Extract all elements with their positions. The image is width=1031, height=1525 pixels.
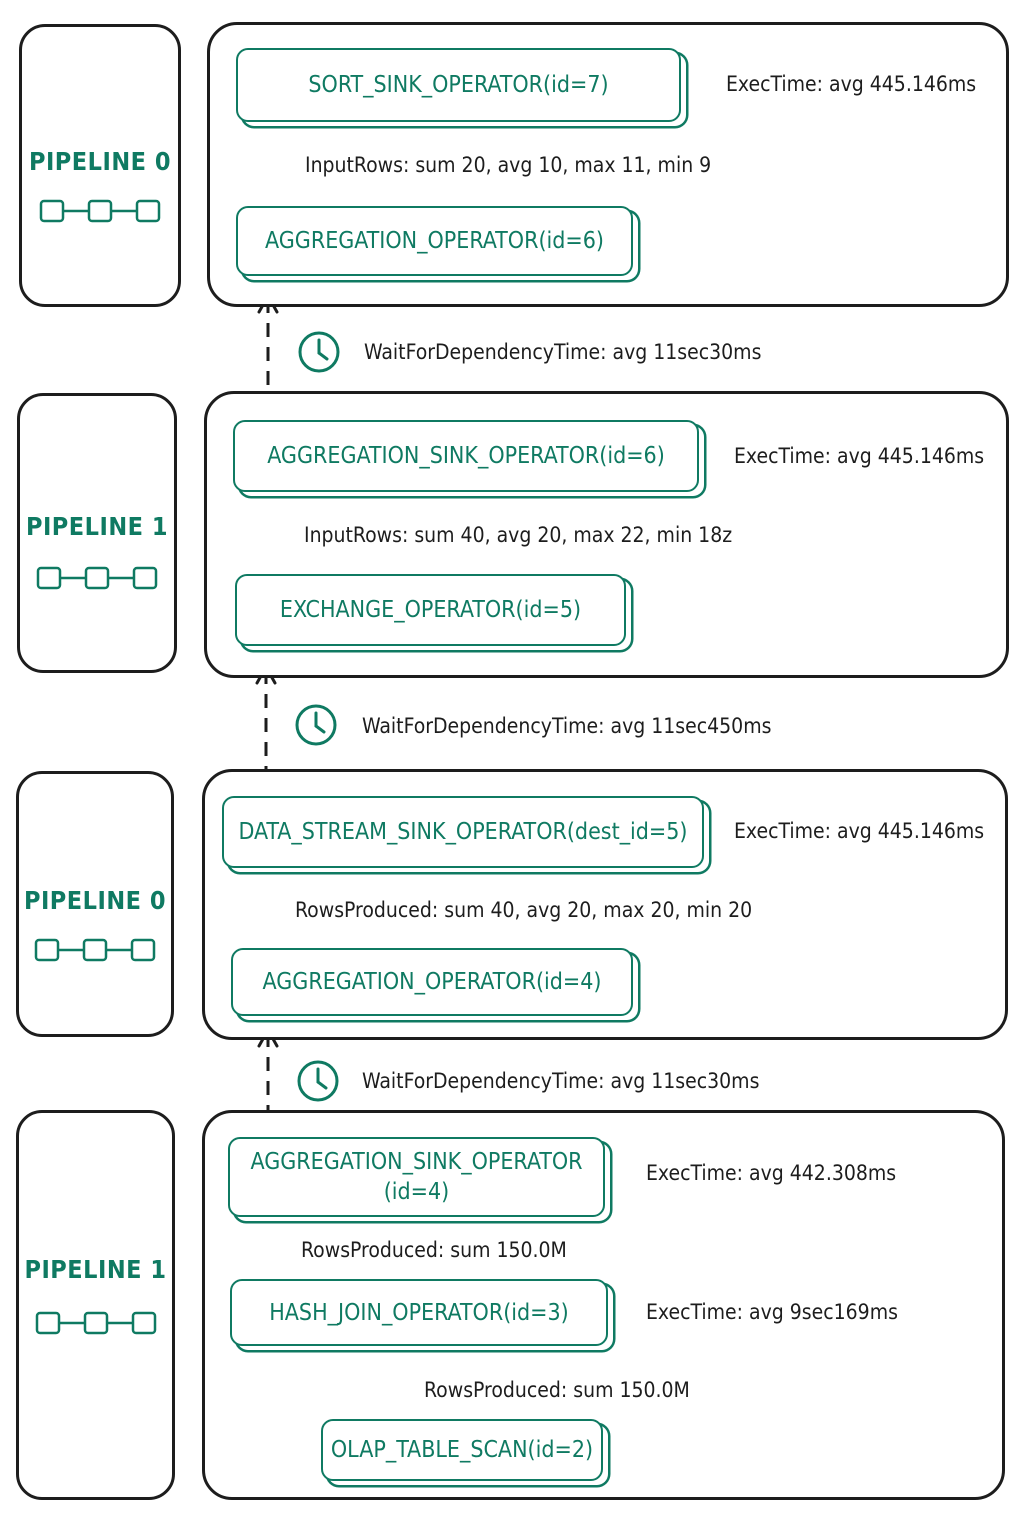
- operator-aggregation[interactable]: AGGREGATION_OPERATOR(id=4): [231, 948, 633, 1016]
- chain-icon: [36, 566, 158, 590]
- operator-exchange[interactable]: EXCHANGE_OPERATOR(id=5): [235, 574, 626, 646]
- pipeline-label-box: PIPELINE 0: [16, 771, 174, 1037]
- operator-data-stream-sink[interactable]: DATA_STREAM_SINK_OPERATOR(dest_id=5): [222, 796, 704, 868]
- wait-dependency-metric: WaitForDependencyTime: avg 11sec30ms: [362, 1069, 760, 1093]
- exec-time-metric: ExecTime: avg 445.146ms: [726, 72, 977, 96]
- wait-dependency-metric: WaitForDependencyTime: avg 11sec30ms: [364, 340, 762, 364]
- pipeline-title: PIPELINE 1: [24, 1255, 167, 1284]
- clock-icon: [297, 1060, 339, 1102]
- operator-aggregation[interactable]: AGGREGATION_OPERATOR(id=6): [236, 206, 633, 276]
- wait-dependency-metric: WaitForDependencyTime: avg 11sec450ms: [362, 714, 772, 738]
- clock-icon: [295, 704, 337, 746]
- exec-time-metric: ExecTime: avg 9sec169ms: [646, 1300, 898, 1324]
- edge-metric: RowsProduced: sum 150.0M: [424, 1378, 690, 1402]
- clock-icon: [298, 331, 340, 373]
- edge-metric: RowsProduced: sum 40, avg 20, max 20, mi…: [295, 898, 753, 922]
- edge-metric: InputRows: sum 20, avg 10, max 11, min 9: [305, 153, 712, 177]
- pipeline-label-box: PIPELINE 0: [19, 24, 181, 307]
- pipeline-label-box: PIPELINE 1: [16, 1110, 175, 1500]
- operator-aggregation-sink[interactable]: AGGREGATION_SINK_OPERATOR(id=6): [233, 420, 699, 492]
- edge-metric: RowsProduced: sum 150.0M: [301, 1238, 567, 1262]
- chain-icon: [39, 199, 161, 223]
- pipeline-title: PIPELINE 0: [28, 147, 172, 176]
- edge-metric: InputRows: sum 40, avg 20, max 22, min 1…: [304, 523, 733, 547]
- operator-sort-sink[interactable]: SORT_SINK_OPERATOR(id=7): [236, 48, 681, 122]
- pipeline-title: PIPELINE 1: [25, 512, 169, 541]
- operator-hash-join[interactable]: HASH_JOIN_OPERATOR(id=3): [230, 1279, 608, 1346]
- exec-time-metric: ExecTime: avg 442.308ms: [646, 1161, 897, 1185]
- exec-time-metric: ExecTime: avg 445.146ms: [734, 819, 985, 843]
- operator-olap-table-scan[interactable]: OLAP_TABLE_SCAN(id=2): [321, 1419, 603, 1481]
- exec-time-metric: ExecTime: avg 445.146ms: [734, 444, 985, 468]
- pipeline-title: PIPELINE 0: [23, 886, 167, 915]
- operator-aggregation-sink[interactable]: AGGREGATION_SINK_OPERATOR (id=4): [228, 1137, 605, 1217]
- chain-icon: [34, 938, 156, 962]
- chain-icon: [35, 1311, 156, 1335]
- pipeline-label-box: PIPELINE 1: [17, 393, 177, 673]
